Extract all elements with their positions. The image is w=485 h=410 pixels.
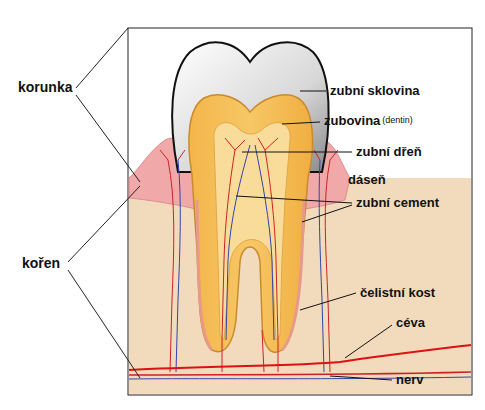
part-label: kořen — [22, 256, 60, 271]
part-label: zubní sklovina — [330, 84, 420, 98]
part-note: (dentin) — [382, 116, 413, 126]
part-label: céva — [396, 316, 425, 330]
part-label: zubní dřeň — [356, 145, 422, 159]
part-label: korunka — [18, 80, 72, 95]
part-label: čelistní kost — [360, 286, 435, 300]
part-label: nerv — [396, 373, 423, 387]
part-label: dáseň — [348, 173, 386, 187]
part-label: zubovina — [324, 114, 380, 128]
part-label: zubní cement — [356, 196, 439, 210]
